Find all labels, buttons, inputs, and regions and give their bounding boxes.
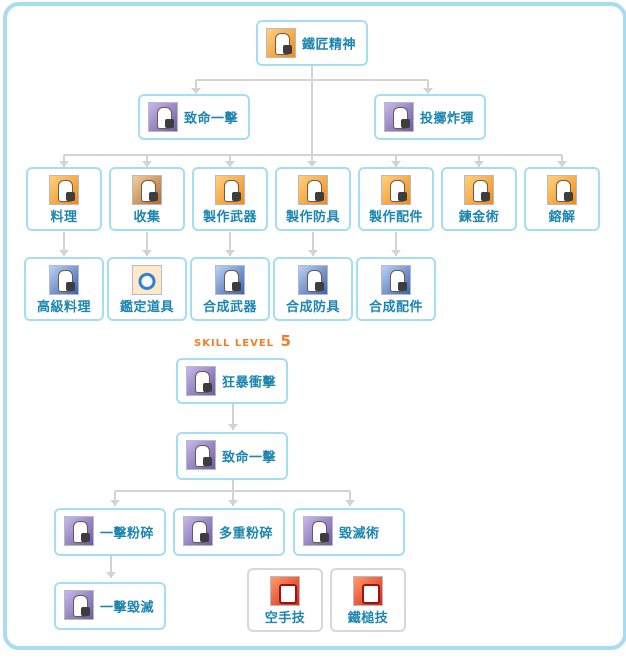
skill-node-critical-strike[interactable]: 致命一擊 bbox=[138, 94, 250, 140]
skill-node-smelting[interactable]: 鎔解 bbox=[524, 167, 600, 231]
one-hit-annihilate-icon bbox=[64, 590, 94, 620]
gathering-icon bbox=[132, 175, 162, 205]
synthesize-accessory-icon bbox=[381, 265, 411, 295]
skill-label: 致命一擊 bbox=[184, 111, 239, 127]
skill-label: 製作武器 bbox=[202, 210, 257, 225]
skill-node-destruction[interactable]: 毀滅術 bbox=[293, 508, 405, 556]
skill-node-craft-armor[interactable]: 製作防具 bbox=[275, 167, 351, 231]
skill-label: 鎔解 bbox=[548, 210, 576, 225]
skill-label: 鐵匠精神 bbox=[302, 37, 357, 53]
skill-node-synthesize-accessory[interactable]: 合成配件 bbox=[356, 257, 436, 321]
advanced-cooking-icon bbox=[49, 265, 79, 295]
skill-label: 致命一擊 bbox=[222, 450, 277, 466]
skill-label: 投擲炸彈 bbox=[420, 111, 475, 127]
skill-node-multi-smash[interactable]: 多重粉碎 bbox=[173, 508, 285, 556]
skill-node-craft-weapon[interactable]: 製作武器 bbox=[192, 167, 268, 231]
skill-node-appraise-item[interactable]: 鑑定道具 bbox=[107, 257, 187, 321]
skill-node-blacksmith-spirit[interactable]: 鐵匠精神 bbox=[256, 20, 368, 66]
skill-label: 製作防具 bbox=[285, 210, 340, 225]
skill-node-synthesize-armor[interactable]: 合成防具 bbox=[273, 257, 353, 321]
skill-label: 一擊粉碎 bbox=[100, 526, 155, 542]
multi-smash-icon bbox=[183, 516, 213, 546]
single-smash-icon bbox=[64, 516, 94, 546]
synthesize-armor-icon bbox=[298, 265, 328, 295]
destruction-icon bbox=[303, 516, 333, 546]
skill-node-advanced-cooking[interactable]: 高級料理 bbox=[24, 257, 104, 321]
skill-label: 製作配件 bbox=[368, 210, 423, 225]
throw-bomb-icon bbox=[384, 102, 414, 132]
hammer-icon bbox=[353, 576, 383, 606]
skill-node-synthesize-weapon[interactable]: 合成武器 bbox=[190, 257, 270, 321]
critical-strike-icon bbox=[186, 440, 216, 470]
skill-label: 多重粉碎 bbox=[219, 526, 274, 542]
skill-label: 鍊金術 bbox=[458, 210, 500, 225]
skill-label: 鐵槌技 bbox=[347, 611, 389, 626]
skill-node-critical-strike-2[interactable]: 致命一擊 bbox=[176, 432, 288, 480]
skill-label: 毀滅術 bbox=[339, 526, 380, 542]
craft-armor-icon bbox=[298, 175, 328, 205]
skill-node-cooking[interactable]: 料理 bbox=[26, 167, 102, 231]
skill-label: 高級料理 bbox=[36, 300, 91, 315]
skill-node-frenzy-strike[interactable]: 狂暴衝擊 bbox=[176, 358, 288, 404]
blacksmith-spirit-icon bbox=[266, 28, 296, 58]
skill-level-text: SKILL LEVEL bbox=[194, 338, 275, 349]
smelting-icon bbox=[547, 175, 577, 205]
alchemy-icon bbox=[464, 175, 494, 205]
skill-node-one-hit-annihilate[interactable]: 一擊毀滅 bbox=[54, 582, 166, 630]
frenzy-strike-icon bbox=[186, 366, 216, 396]
craft-accessory-icon bbox=[381, 175, 411, 205]
skill-node-single-smash[interactable]: 一擊粉碎 bbox=[54, 508, 166, 556]
skill-label: 一擊毀滅 bbox=[100, 600, 155, 616]
skill-label: 合成武器 bbox=[202, 300, 257, 315]
skill-node-throw-bomb[interactable]: 投擲炸彈 bbox=[374, 94, 486, 140]
craft-weapon-icon bbox=[215, 175, 245, 205]
fist-icon bbox=[270, 576, 300, 606]
skill-label: 空手技 bbox=[264, 611, 306, 626]
skill-label: 收集 bbox=[133, 210, 161, 225]
skill-node-fist-technique[interactable]: 空手技 bbox=[247, 568, 323, 632]
skill-node-hammer-technique[interactable]: 鐵槌技 bbox=[330, 568, 406, 632]
cooking-icon bbox=[49, 175, 79, 205]
skill-node-gathering[interactable]: 收集 bbox=[109, 167, 185, 231]
synthesize-weapon-icon bbox=[215, 265, 245, 295]
skill-label: 合成配件 bbox=[368, 300, 423, 315]
appraise-item-icon bbox=[132, 265, 162, 295]
skill-label: 料理 bbox=[50, 210, 78, 225]
critical-strike-icon bbox=[148, 102, 178, 132]
skill-level-indicator: SKILL LEVEL 5 bbox=[194, 332, 292, 350]
skill-node-alchemy[interactable]: 鍊金術 bbox=[441, 167, 517, 231]
skill-label: 鑑定道具 bbox=[119, 300, 174, 315]
skill-label: 狂暴衝擊 bbox=[222, 375, 277, 391]
skill-label: 合成防具 bbox=[285, 300, 340, 315]
skill-level-value: 5 bbox=[280, 332, 292, 350]
skill-node-craft-accessory[interactable]: 製作配件 bbox=[358, 167, 434, 231]
